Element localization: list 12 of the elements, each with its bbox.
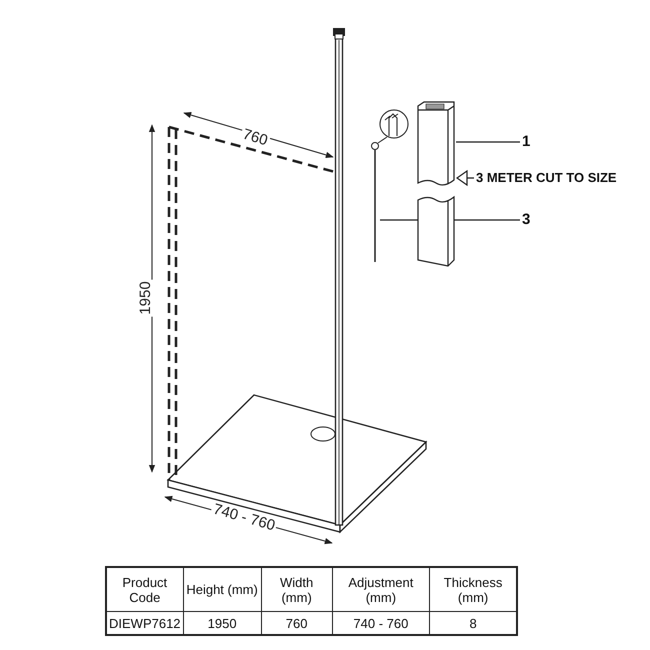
dimension-label: 1950	[137, 279, 155, 317]
callout-text: 3 METER CUT TO SIZE	[476, 169, 617, 187]
table-cell: Height (mm)	[183, 567, 262, 612]
arrow	[456, 170, 474, 186]
table-cell: Adjustment (mm)	[332, 567, 430, 612]
wall-profile-drawing	[416, 100, 456, 268]
table-cell: Width (mm)	[261, 567, 332, 612]
callout-number: 1	[522, 133, 530, 151]
seal-strip-drawing	[370, 142, 380, 262]
table-cell: Product Code	[106, 567, 184, 612]
callout-number: 3	[522, 211, 530, 229]
leader-line	[456, 141, 520, 143]
